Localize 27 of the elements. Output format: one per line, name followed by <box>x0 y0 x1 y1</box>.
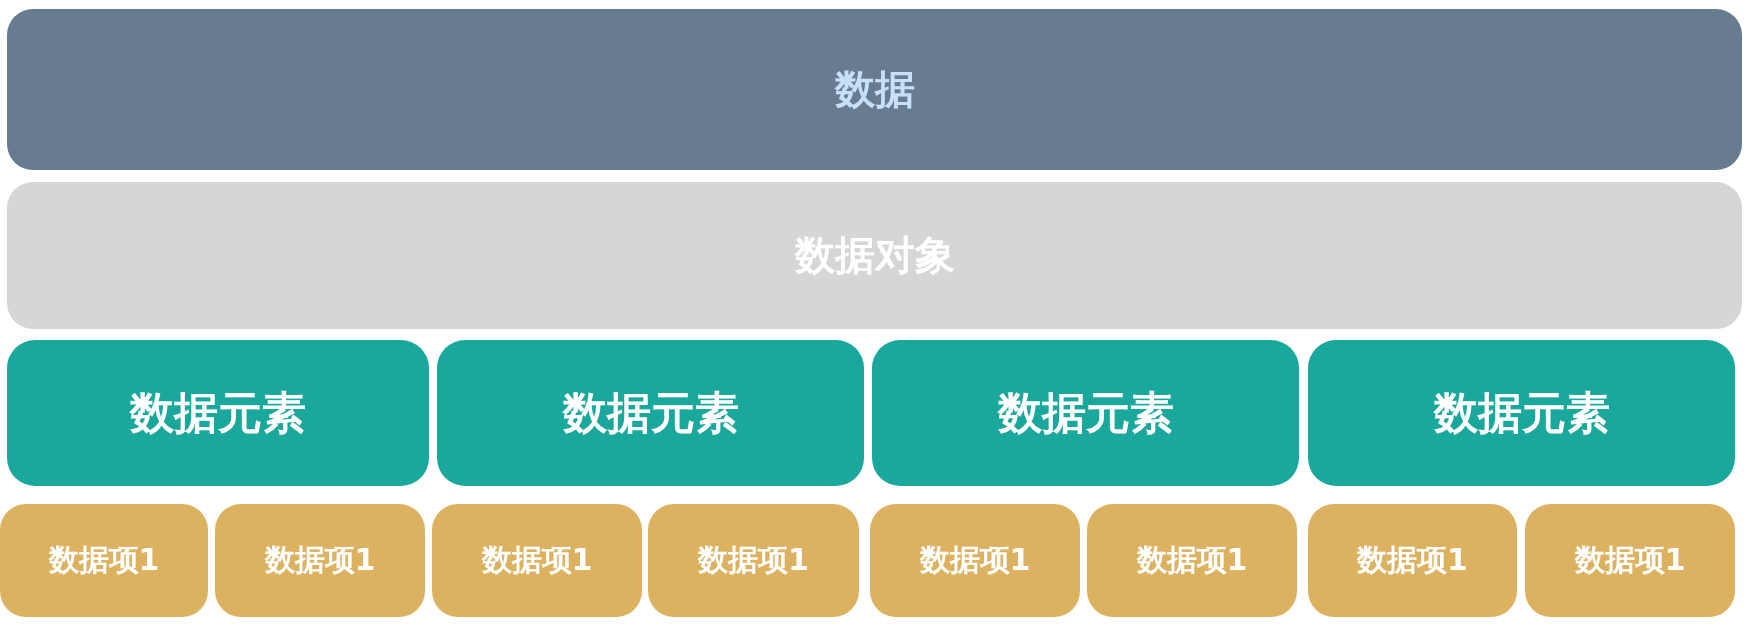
data-element-box <box>437 340 864 486</box>
box-label: 数据项1 <box>264 541 376 579</box>
box-label: 数据项1 <box>1574 541 1686 579</box>
box-label: 数据项1 <box>48 541 160 579</box>
data-object-band <box>7 182 1742 329</box>
data-item-box <box>648 504 859 617</box>
data-item-box <box>870 504 1080 617</box>
box-label: 数据项1 <box>919 541 1031 579</box>
band-label: 数据 <box>834 65 915 114</box>
box-label: 数据元素 <box>130 385 306 440</box>
box-label: 数据元素 <box>997 385 1174 440</box>
data-item-box <box>432 504 642 617</box>
data-item-box <box>1525 504 1735 617</box>
box-label: 数据元素 <box>562 385 739 440</box>
data-item-box <box>215 504 425 617</box>
data-element-box <box>1308 340 1735 486</box>
data-layer-band <box>7 9 1742 170</box>
box-label: 数据项1 <box>481 541 593 579</box>
box-label: 数据项1 <box>1136 541 1248 579</box>
data-item-box <box>1308 504 1517 617</box>
data-element-box <box>872 340 1299 486</box>
box-label: 数据元素 <box>1433 385 1610 440</box>
box-label: 数据项1 <box>1357 541 1468 579</box>
box-label: 数据项1 <box>698 541 809 579</box>
data-element-box <box>7 340 429 486</box>
data-item-box <box>1087 504 1297 617</box>
data-item-box <box>0 504 208 617</box>
